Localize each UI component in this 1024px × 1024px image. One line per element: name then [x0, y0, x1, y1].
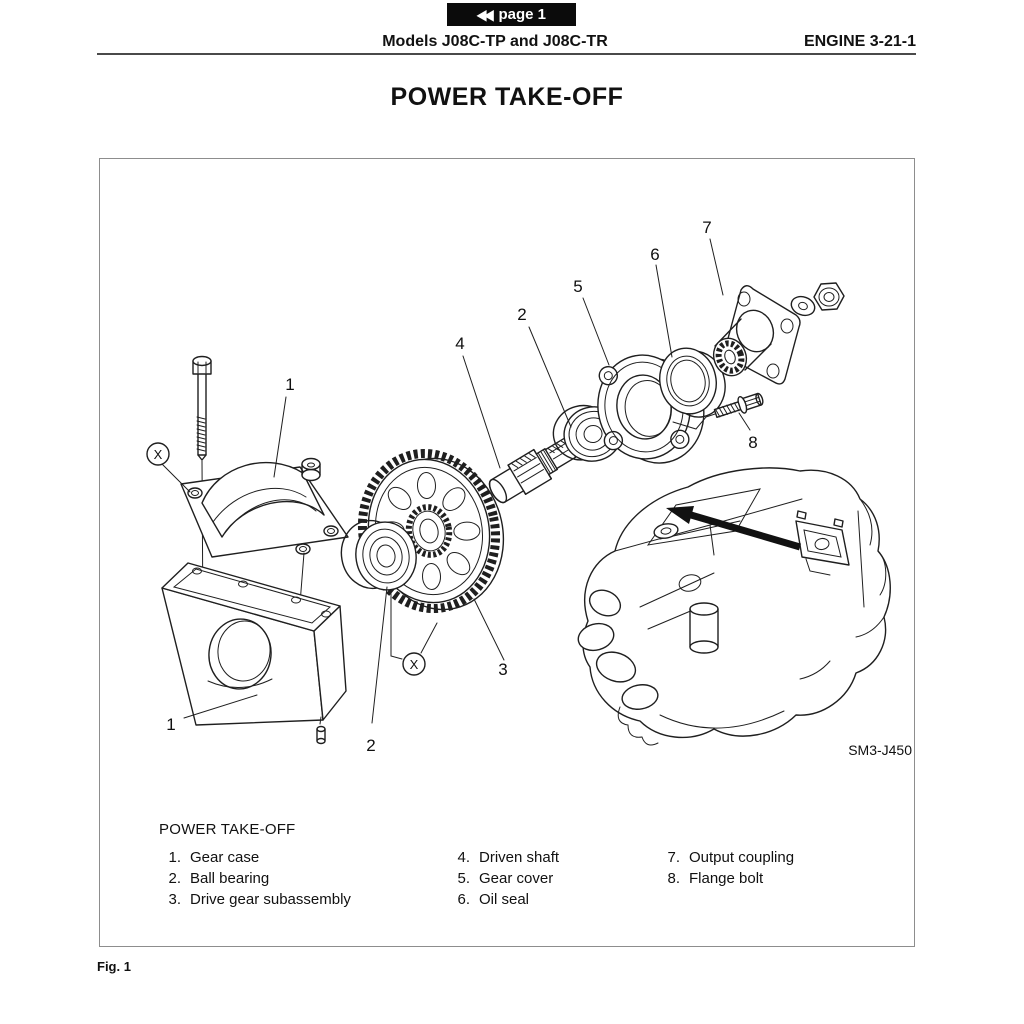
figure-caption: Fig. 1: [97, 959, 131, 974]
x-marker: X: [390, 591, 438, 676]
legend-item-label: Drive gear subassembly: [190, 891, 351, 908]
legend-item-label: Ball bearing: [190, 870, 270, 887]
legend-item-number: 3.: [168, 891, 181, 908]
driven-shaft-drawing: [488, 437, 577, 504]
gear-case-drawing: [161, 562, 347, 745]
legend-item-number: 4.: [457, 849, 470, 866]
x-marker-label: X: [154, 447, 163, 462]
legend-item-label: Flange bolt: [689, 870, 764, 887]
legend-item: 7. Output coupling: [658, 847, 794, 868]
header-rule: [97, 53, 916, 55]
legend-item: 4. Driven shaft: [448, 847, 559, 868]
legend-item: 5. Gear cover: [448, 868, 559, 889]
legend-item-number: 5.: [457, 870, 470, 887]
legend-item-number: 6.: [457, 891, 470, 908]
legend-item-number: 7.: [667, 849, 680, 866]
legend-item: 2. Ball bearing: [159, 868, 351, 889]
oil-seal-drawing: [659, 347, 726, 418]
x-marker-label: X: [410, 657, 419, 672]
page-title: POWER TAKE-OFF: [390, 83, 624, 111]
legend-item-label: Oil seal: [479, 891, 530, 908]
page-back-button[interactable]: ◀◀ page 1: [447, 3, 576, 26]
callout-8-label: 8: [748, 433, 757, 452]
legend-item-number: 2.: [168, 870, 181, 887]
legend-column-1: 1. Gear case 2. Ball bearing 3. Drive gear …: [159, 847, 351, 910]
legend-item-label: Gear case: [190, 849, 260, 866]
legend-column-3: 7. Output coupling 8. Flange bolt: [658, 847, 794, 889]
pto-mount-pad-drawing: [795, 510, 850, 576]
direction-arrow: [666, 506, 801, 551]
callout-5-label: 5: [573, 277, 582, 296]
legend-item: 3. Drive gear subassembly: [159, 889, 351, 910]
legend-item: 6. Oil seal: [448, 889, 559, 910]
legend-item-number: 8.: [667, 870, 680, 887]
flange-bolt-drawing: [672, 392, 764, 430]
callout-2-label: 2: [517, 305, 526, 324]
page-back-label: page 1: [498, 6, 546, 23]
legend-item-label: Gear cover: [479, 870, 554, 887]
gear-case-cover-drawing: [180, 457, 349, 630]
callout-1-label: 1: [166, 715, 175, 734]
nut-drawing: [813, 282, 845, 311]
parts-legend: POWER TAKE-OFF 1. Gear case 2. Ball bearin…: [159, 819, 879, 908]
header-section-text: ENGINE 3-21-1: [803, 33, 916, 50]
legend-heading: POWER TAKE-OFF: [159, 821, 296, 838]
legend-item-number: 1.: [168, 849, 181, 866]
drawing-code-label: SM3-J450: [848, 742, 912, 758]
callout-3-label: 3: [498, 660, 507, 679]
callout-leader-lines: [183, 238, 751, 724]
legend-column-2: 4. Driven shaft 5. Gear cover 6. Oil seal: [448, 847, 559, 910]
figure-panel: X: [99, 158, 915, 947]
legend-item: 1. Gear case: [159, 847, 351, 868]
header-models-text: Models J08C-TP and J08C-TR: [382, 33, 608, 50]
legend-item-label: Output coupling: [689, 849, 795, 866]
callout-7-label: 7: [702, 218, 711, 237]
double-left-arrow-icon: ◀◀: [477, 6, 494, 23]
ball-bearing-front-drawing: [340, 519, 417, 591]
legend-item-label: Driven shaft: [479, 849, 560, 866]
washer-drawing: [790, 295, 816, 317]
callout-4-label: 4: [455, 334, 464, 353]
callout-6-label: 6: [650, 245, 659, 264]
legend-item: 8. Flange bolt: [658, 868, 794, 889]
output-coupling-drawing: [712, 285, 801, 385]
engine-block-drawing: [577, 467, 891, 746]
x-marker: X: [146, 442, 191, 493]
callout-2-label: 2: [366, 736, 375, 755]
callout-1-label: 1: [285, 375, 294, 394]
exploded-view-diagram: X: [146, 218, 912, 758]
